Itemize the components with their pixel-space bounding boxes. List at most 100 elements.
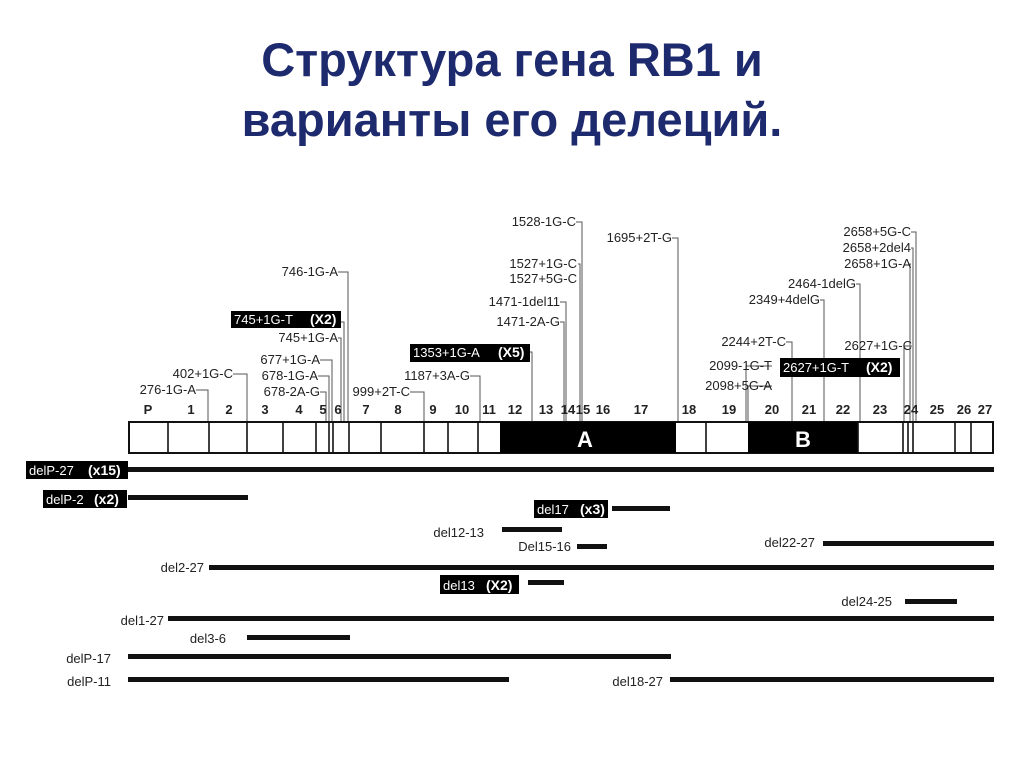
mutation-label: 2244+2T-C xyxy=(721,334,786,349)
title-line-2: варианты его делеций. xyxy=(241,93,783,146)
mutation-label: 1471-1del11 xyxy=(489,294,560,309)
deletion-label: del18-27 xyxy=(612,674,663,689)
exon-label: 23 xyxy=(873,402,887,417)
deletion-bar-delP-11 xyxy=(128,677,509,682)
mutation-label: 2658+1G-A xyxy=(844,256,911,271)
deletion-bar-delP-17 xyxy=(128,654,671,659)
deletion-bar-del24-25 xyxy=(905,599,957,604)
exon-label: 7 xyxy=(362,402,369,417)
deletion-count: (x3) xyxy=(580,501,605,517)
mutation-label: 1187+3A-G xyxy=(404,368,470,383)
exon-label: 5 xyxy=(319,402,326,417)
deletion-bar-delP-27 xyxy=(126,467,994,472)
deletion-bar-del15-16 xyxy=(577,544,607,549)
deletion-bar-delP-2 xyxy=(128,495,248,500)
deletion-label: del3-6 xyxy=(190,631,226,646)
mutation-label: 745+1G-A xyxy=(278,330,338,345)
exon-label: 19 xyxy=(722,402,736,417)
mutation-label: 2627+1G-C xyxy=(844,338,912,353)
highlight-box xyxy=(231,311,341,328)
exon-label: 15 xyxy=(576,402,590,417)
deletion-label: del12-13 xyxy=(433,525,484,540)
highlight-box xyxy=(780,358,900,377)
deletion-label: del13 xyxy=(443,578,475,593)
exon-label: 18 xyxy=(682,402,696,417)
exon-label: 12 xyxy=(508,402,522,417)
exon-label: 16 xyxy=(596,402,610,417)
mutation-count: (X5) xyxy=(498,344,524,360)
exon-label: 4 xyxy=(295,402,303,417)
deletion-label: Del15-16 xyxy=(518,539,571,554)
deletion-bar-del22-27 xyxy=(823,541,994,546)
exon-label: 3 xyxy=(261,402,268,417)
exon-label: 2 xyxy=(225,402,232,417)
highlight-box xyxy=(534,500,608,518)
mutation-label: 1527+5G-C xyxy=(509,271,577,286)
deletion-label: del1-27 xyxy=(121,613,164,628)
exon-label: 9 xyxy=(429,402,436,417)
highlight-box xyxy=(43,490,127,508)
deletion-count: (x2) xyxy=(94,491,119,507)
mutation-label: 2099-1G-T xyxy=(709,358,772,373)
mutation-label: 678-1G-A xyxy=(262,368,319,383)
deletion-label: delP-17 xyxy=(66,651,111,666)
mutation-label: 1471-2A-G xyxy=(496,314,560,329)
deletion-label: delP-27 xyxy=(29,463,74,478)
deletion-label: del24-25 xyxy=(841,594,892,609)
highlight-box xyxy=(410,344,530,362)
mutation-label: 402+1G-C xyxy=(173,366,233,381)
exon-label: 22 xyxy=(836,402,850,417)
deletion-label: delP-2 xyxy=(46,492,84,507)
mutation-label: 2464-1delG xyxy=(788,276,856,291)
domain-a-label: A xyxy=(577,427,593,452)
deletion-bar-del12-13 xyxy=(502,527,562,532)
mutation-label: 999+2T-C xyxy=(353,384,410,399)
domain-b-label: B xyxy=(795,427,811,452)
exon-label: 26 xyxy=(957,402,971,417)
mutation-label: 677+1G-A xyxy=(260,352,320,367)
exon-label: 10 xyxy=(455,402,469,417)
exon-label: 17 xyxy=(634,402,648,417)
exon-label: 1 xyxy=(187,402,194,417)
mutation-label: 2658+2del4 xyxy=(843,240,911,255)
slide-title: Структура гена RB1 и варианты его делеци… xyxy=(0,30,1024,150)
exon-label: 6 xyxy=(334,402,341,417)
mutation-label: 2627+1G-T xyxy=(783,360,849,375)
mutation-label: 2098+5G-A xyxy=(705,378,772,393)
exon-label: 25 xyxy=(930,402,944,417)
mutation-label: 746-1G-A xyxy=(282,264,339,279)
highlight-box xyxy=(440,575,519,594)
deletion-bars xyxy=(126,467,994,682)
deletion-labels: delP-27 (x15) delP-2 (x2) del17 (x3) del… xyxy=(26,461,892,689)
deletion-label: del22-27 xyxy=(764,535,815,550)
deletion-bar-del1-27 xyxy=(168,616,994,621)
deletion-bar-del13 xyxy=(528,580,564,585)
gene-bar: A B xyxy=(128,421,994,454)
mutation-label: 276-1G-A xyxy=(140,382,197,397)
domain-a-block xyxy=(500,422,676,453)
mutation-label: 1695+2T-G xyxy=(607,230,672,245)
deletion-count: (x15) xyxy=(88,462,121,478)
highlight-box xyxy=(26,461,128,479)
deletion-label: del2-27 xyxy=(161,560,204,575)
deletion-bar-del3-6 xyxy=(247,635,350,640)
exon-labels: P 1 2 3 4 5 6 7 8 9 10 11 12 13 14 15 16… xyxy=(144,402,993,417)
mutation-label: 2658+5G-C xyxy=(843,224,911,239)
mutation-leader-lines xyxy=(196,221,917,422)
deletion-bar-del2-27 xyxy=(209,565,994,570)
exon-label: P xyxy=(144,402,153,417)
mutation-count: (X2) xyxy=(866,359,892,375)
exon-label: 27 xyxy=(978,402,992,417)
exon-label: 11 xyxy=(482,402,496,417)
deletion-label: del17 xyxy=(537,502,569,517)
exon-label: 13 xyxy=(539,402,553,417)
deletion-bar-del17 xyxy=(612,506,670,511)
deletion-bar-del18-27 xyxy=(670,677,994,682)
mutation-label: 745+1G-T xyxy=(234,312,293,327)
domain-b-block xyxy=(748,422,858,453)
mutation-labels: 1528-1G-C 1695+2T-G 1527+1G-C 1527+5G-C … xyxy=(140,214,912,399)
exon-label: 24 xyxy=(904,402,919,417)
title-line-1: Структура гена RB1 и xyxy=(261,33,763,86)
deletion-label: delP-11 xyxy=(67,674,111,689)
